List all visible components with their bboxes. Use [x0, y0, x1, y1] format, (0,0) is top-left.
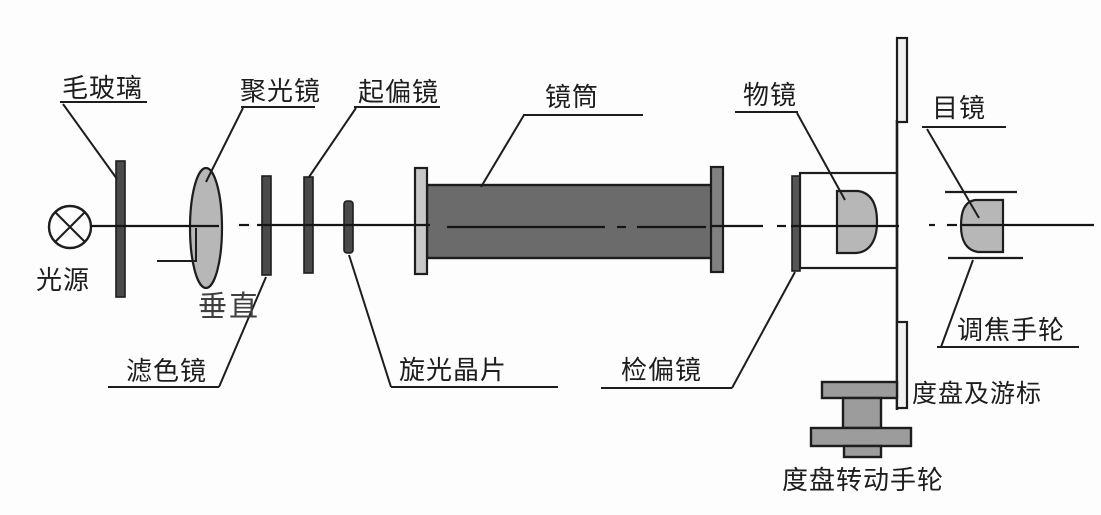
dial-strip-bottom	[895, 320, 909, 410]
label-polarizer: 起偏镜	[358, 78, 439, 108]
label-eyepiece: 目镜	[932, 94, 986, 124]
label-color-filter: 滤色镜	[126, 357, 207, 387]
sample-tube	[413, 165, 725, 276]
dial-plate	[895, 36, 909, 410]
objective-lens	[835, 189, 879, 255]
tube-left-flange	[413, 166, 429, 276]
label-dial-wheel: 度盘转动手轮	[782, 466, 944, 496]
dial-handwheel-assembly	[809, 380, 913, 459]
dial-wheel-nub	[842, 444, 883, 459]
rotation-crystal-plate	[343, 200, 354, 254]
label-dial-vernier: 度盘及游标	[912, 379, 1042, 408]
dial-wheel-bottom-bar	[809, 426, 913, 448]
vertical-note-pointer	[157, 228, 197, 262]
label-tube: 镜筒	[545, 83, 599, 113]
optical-axis	[91, 223, 1094, 229]
label-analyzer: 检偏镜	[621, 356, 702, 386]
tube-body	[425, 183, 714, 260]
label-vertical-note: 垂直	[198, 289, 260, 323]
dial-wheel-top-bar	[820, 380, 899, 400]
dial-wheel-hub	[841, 396, 883, 430]
label-objective: 物镜	[743, 81, 797, 111]
analyzer-plate	[791, 175, 801, 272]
condenser-lens	[188, 166, 224, 290]
tube-right-flange	[709, 165, 725, 274]
label-light-source: 光源	[36, 266, 90, 296]
label-ground-glass: 毛玻璃	[62, 74, 143, 104]
label-condenser: 聚光镜	[240, 77, 321, 107]
label-rotation-crystal: 旋光晶片	[399, 356, 507, 386]
label-focus-wheel: 调焦手轮	[957, 316, 1065, 346]
light-source-icon	[47, 204, 93, 250]
label-leaders	[60, 101, 1079, 389]
dial-strip-top	[895, 36, 909, 124]
ground-glass-plate	[115, 160, 126, 298]
